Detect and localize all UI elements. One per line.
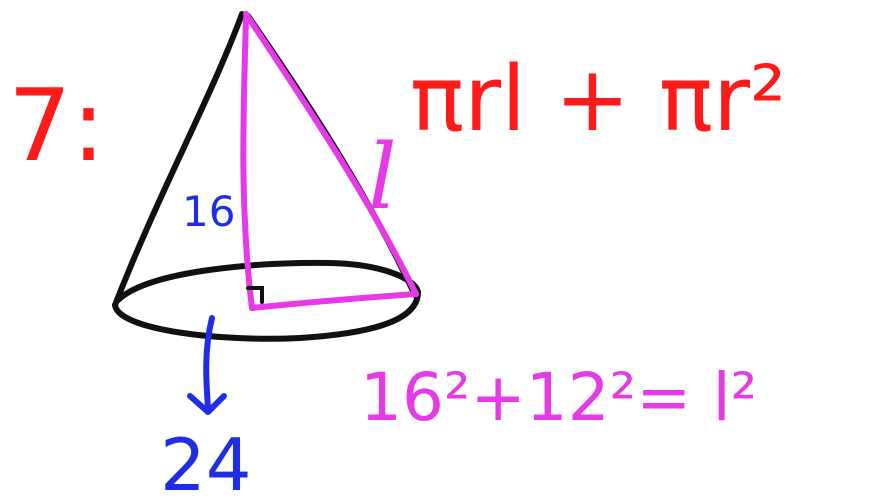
cone-left-side [112, 11, 245, 308]
slant-label: l [368, 125, 397, 230]
diameter-label: 24 [160, 423, 252, 498]
slant-line [243, 11, 419, 297]
right-angle-marker [246, 286, 264, 304]
pythagorean-equation: 16²+12²= l² [360, 359, 757, 436]
surface-area-formula: πrl + πr² [410, 47, 786, 152]
problem-number: 7: [8, 67, 105, 184]
diameter-arrow [187, 315, 227, 415]
cone-base-front [112, 289, 421, 342]
height-label: 16 [182, 187, 235, 236]
cone-measure-lines [240, 11, 419, 311]
height-line [240, 15, 255, 311]
cone-base-back [115, 259, 421, 303]
radius-line [249, 291, 419, 311]
